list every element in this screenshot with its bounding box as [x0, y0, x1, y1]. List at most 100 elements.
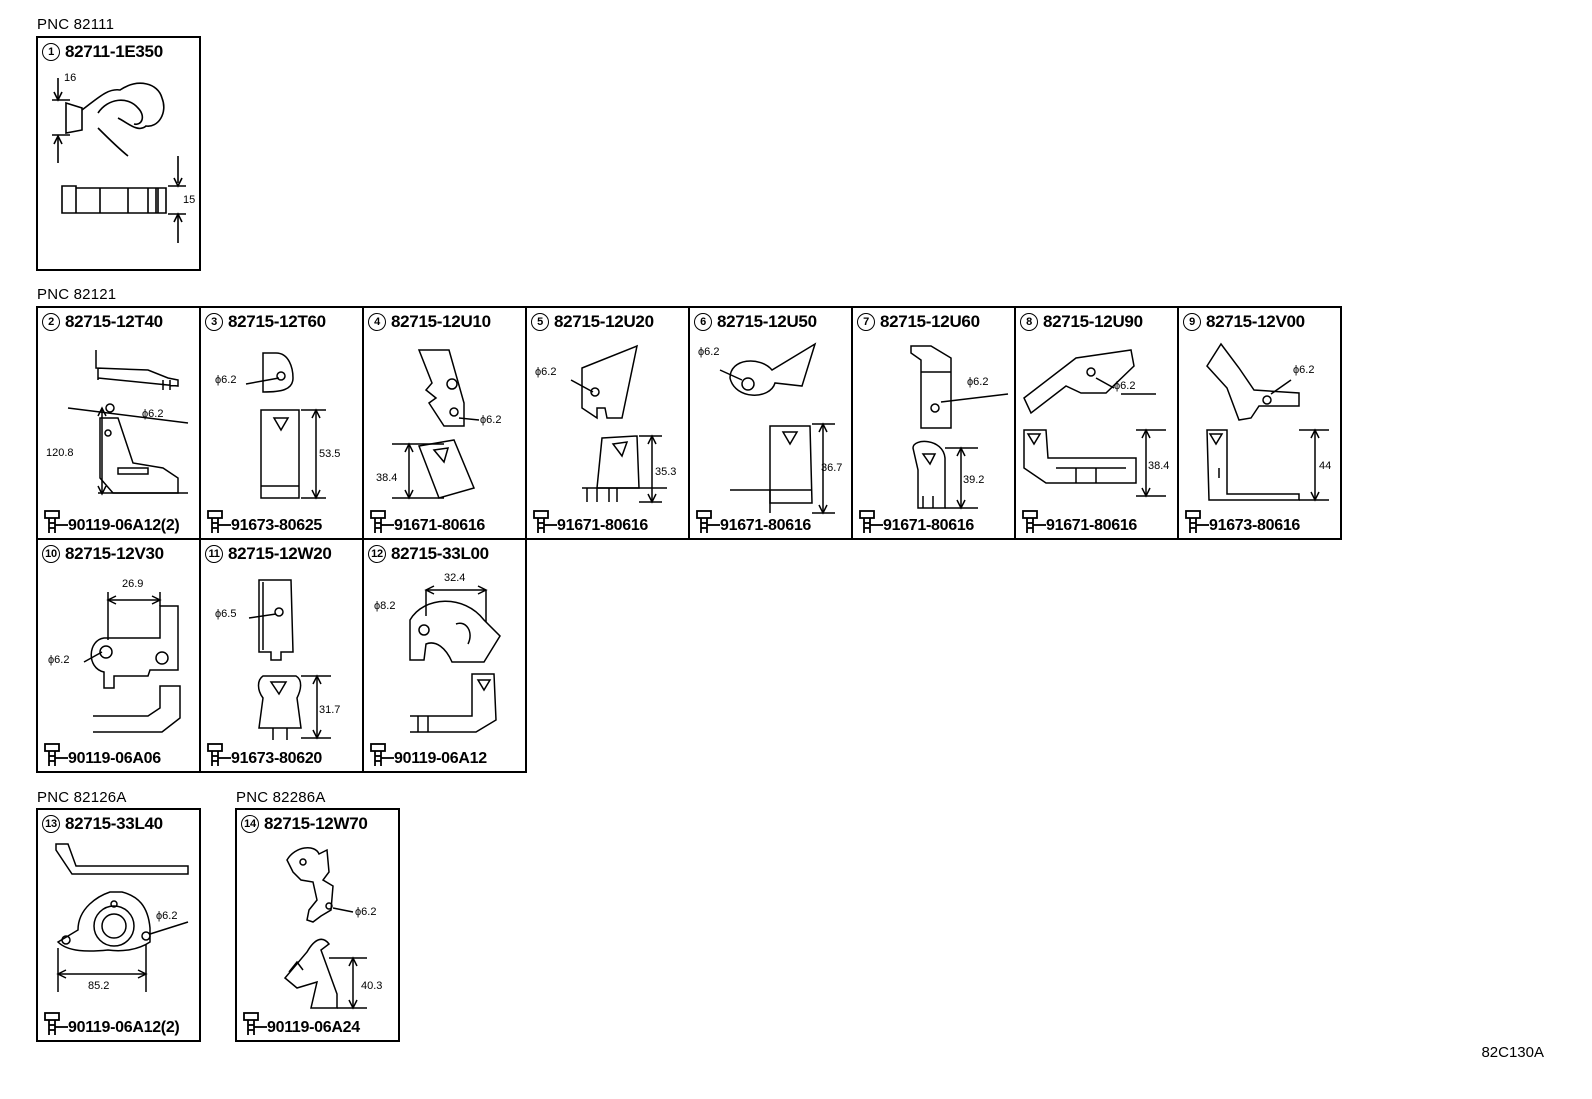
dimension-label: ϕ6.2: [698, 346, 720, 358]
bolt-part-number: 91673-80616: [1209, 517, 1301, 534]
item-number: 9: [1183, 313, 1201, 331]
dimension-label: 36.7: [821, 462, 843, 474]
bolt-icon: [44, 1012, 68, 1035]
dimension-label: ϕ6.2: [215, 374, 237, 386]
bolt-icon: [370, 743, 394, 766]
part-cell-11[interactable]: 11 82715-12W20 ϕ6.5 31.7 91673-80620: [199, 538, 364, 773]
bolt-icon: [44, 510, 68, 533]
part-cell-14[interactable]: 14 82715-12W70 ϕ6.2 40.3 90119-06A24: [235, 808, 400, 1042]
dimension-label: 26.9: [122, 578, 144, 590]
dimension-label: ϕ6.2: [967, 376, 989, 388]
dimension-label: ϕ8.2: [374, 600, 396, 612]
bolt-part-number: 90119-06A12: [394, 750, 487, 767]
item-number: 11: [205, 545, 223, 563]
part-number: 82715-12W70: [264, 814, 368, 833]
dimension-label: 38.4: [376, 472, 398, 484]
bracket-drawing: [283, 847, 367, 1010]
dimension-label: ϕ6.2: [535, 366, 557, 378]
bracket-drawing: [248, 579, 331, 740]
bracket-drawing: [1023, 349, 1166, 498]
dimension-label: ϕ6.2: [1114, 380, 1136, 392]
bracket-drawing: [719, 342, 835, 515]
bolt-part-number: 91671-80616: [883, 517, 975, 534]
dimension-label: 31.7: [319, 704, 341, 716]
part-number: 82715-12U20: [554, 312, 654, 331]
item-number: 5: [531, 313, 549, 331]
bolt-icon: [533, 510, 557, 533]
item-number: 2: [42, 313, 60, 331]
dimension-label: 15: [183, 194, 196, 206]
part-number: 82715-12V00: [1206, 312, 1305, 331]
part-number: 82715-33L00: [391, 544, 489, 563]
bolt-icon: [1022, 510, 1046, 533]
pnc-label-82121: PNC 82121: [37, 286, 117, 303]
dimension-label: 38.4: [1148, 460, 1170, 472]
bracket-drawing: [910, 345, 1009, 510]
part-number: 82715-12W20: [228, 544, 332, 563]
dimension-label: 39.2: [963, 474, 985, 486]
bolt-part-number: 90119-06A12(2): [68, 517, 180, 534]
bolt-icon: [44, 743, 68, 766]
dimension-label: 120.8: [46, 447, 74, 459]
bracket-drawing: [409, 585, 501, 733]
bolt-part-number: 91671-80616: [720, 517, 812, 534]
bracket-drawing: [83, 592, 181, 733]
part-number: 82715-12U60: [880, 312, 980, 331]
part-cell-12[interactable]: 12 82715-33L00 32.4 ϕ8.2 90119-06A12: [362, 538, 527, 773]
pnc-label-82286a: PNC 82286A: [236, 789, 326, 806]
part-number: 82715-12V30: [65, 544, 164, 563]
part-number: 82715-12U50: [717, 312, 817, 331]
part-number: 82715-12T60: [228, 312, 326, 331]
bolt-part-number: 90119-06A24: [267, 1019, 360, 1036]
pnc-label-82126a: PNC 82126A: [37, 789, 127, 806]
bolt-part-number: 91671-80616: [557, 517, 649, 534]
dimension-label: ϕ6.2: [355, 906, 377, 918]
dimension-label: ϕ6.2: [48, 654, 70, 666]
bolt-icon: [243, 1012, 267, 1035]
bolt-part-number: 90119-06A12(2): [68, 1019, 180, 1036]
dimension-label: ϕ6.5: [215, 608, 237, 620]
part-number: 82715-12U10: [391, 312, 491, 331]
bolt-part-number: 90119-06A06: [68, 750, 161, 767]
bolt-icon: [1185, 510, 1209, 533]
item-number: 12: [368, 545, 386, 563]
item-number: 7: [857, 313, 875, 331]
dimension-label: 35.3: [655, 466, 677, 478]
part-cell-2[interactable]: 2 82715-12T40 ϕ6.2 120.8 90119-06A12(2): [36, 306, 201, 540]
dimension-label: 53.5: [319, 448, 341, 460]
part-number: 82711-1E350: [65, 42, 163, 61]
part-number: 82715-33L40: [65, 814, 163, 833]
dimension-label: 32.4: [444, 572, 466, 584]
item-number: 14: [241, 815, 259, 833]
part-number: 82715-12T40: [65, 312, 163, 331]
part-cell-5[interactable]: 5 82715-12U20 ϕ6.2 35.3 91671-80616: [525, 306, 690, 540]
bolt-part-number: 91671-80616: [394, 517, 486, 534]
dimension-label: 40.3: [361, 980, 383, 992]
item-number: 13: [42, 815, 60, 833]
dimension-label: ϕ6.2: [142, 408, 164, 420]
diagram-code: 82C130A: [1481, 1044, 1544, 1061]
part-cell-7[interactable]: 7 82715-12U60 ϕ6.2 39.2 91671-80616: [851, 306, 1016, 540]
bracket-drawing: [55, 843, 189, 992]
bolt-part-number: 91671-80616: [1046, 517, 1138, 534]
bracket-drawing: [67, 350, 189, 496]
bolt-icon: [696, 510, 720, 533]
part-number: 82715-12U90: [1043, 312, 1143, 331]
part-cell-10[interactable]: 10 82715-12V30 26.9 ϕ6.2 90119-06A06: [36, 538, 201, 773]
part-cell-3[interactable]: 3 82715-12T60 ϕ6.2 53.5 91673-80625: [199, 306, 364, 540]
bolt-part-number: 91673-80620: [231, 750, 323, 767]
item-number: 3: [205, 313, 223, 331]
dimension-label: 85.2: [88, 980, 110, 992]
bolt-part-number: 91673-80625: [231, 517, 323, 534]
item-number: 10: [42, 545, 60, 563]
bolt-icon: [207, 510, 231, 533]
clip-drawing: [52, 78, 186, 243]
bracket-drawing: [392, 349, 480, 500]
dimension-label: ϕ6.2: [480, 414, 502, 426]
